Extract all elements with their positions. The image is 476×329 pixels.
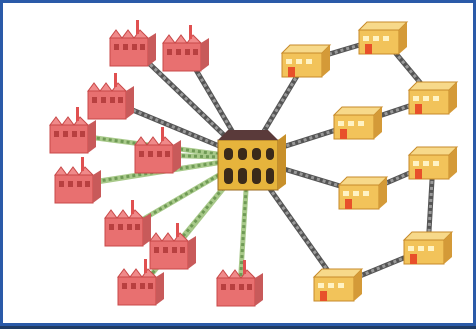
yellow-warehouse-icon (313, 268, 363, 302)
red-factory-icon (54, 156, 102, 204)
network-diagram (49, 19, 458, 307)
red-factory-icon (109, 19, 157, 67)
yellow-warehouse-icon (358, 21, 408, 55)
yellow-warehouse-icon (408, 81, 458, 115)
red-factory-icon (104, 199, 152, 247)
yellow-warehouse-icon (338, 176, 388, 210)
red-factory-icon (134, 126, 182, 174)
town-hall-icon (217, 130, 286, 191)
yellow-warehouse-icon (281, 44, 331, 78)
yellow-warehouse-icon (403, 231, 453, 265)
yellow-warehouse-icon (333, 106, 383, 140)
red-factory-icon (162, 24, 210, 72)
red-factory-icon (87, 72, 135, 120)
yellow-warehouse-icon (408, 146, 458, 180)
